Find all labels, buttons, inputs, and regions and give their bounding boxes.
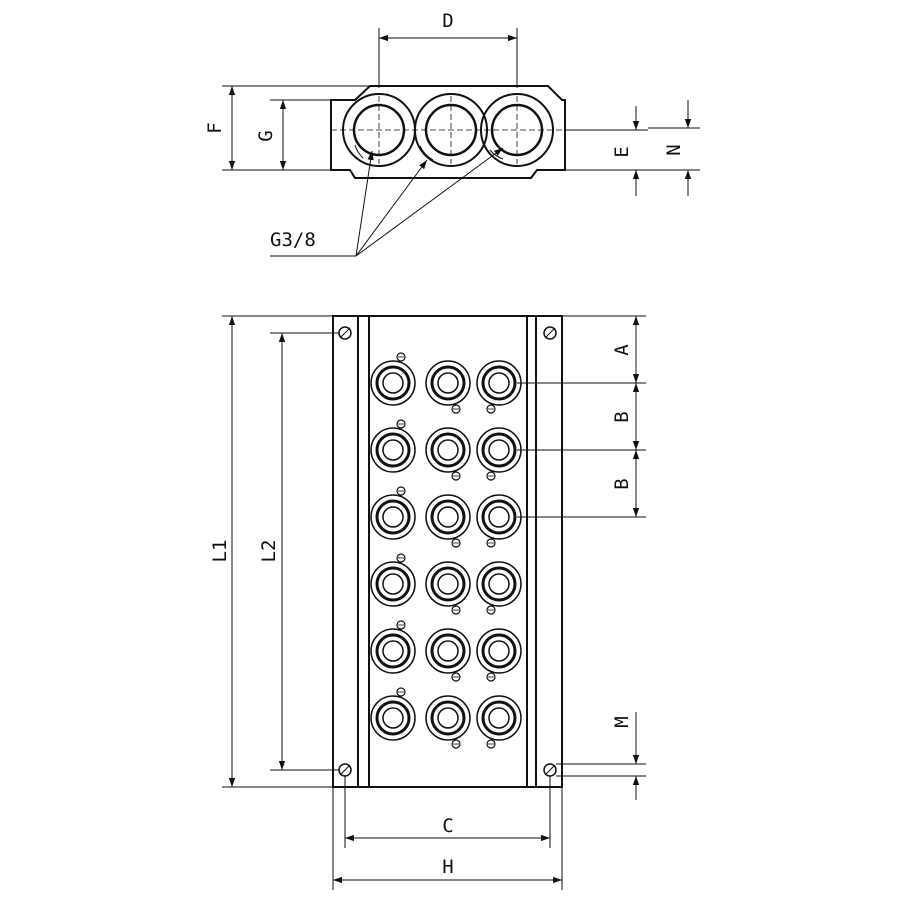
port [370, 620, 416, 674]
end-view [330, 85, 610, 179]
pilot-hole [451, 672, 461, 682]
pilot-hole [396, 553, 406, 563]
port [370, 352, 416, 406]
label-L1: L1 [209, 540, 231, 563]
port [425, 494, 471, 548]
pilot-hole [396, 352, 406, 362]
label-M: M [611, 716, 633, 727]
port [370, 687, 416, 741]
port [476, 494, 522, 548]
label-N: N [663, 144, 685, 155]
port [476, 628, 522, 682]
pilot-hole [451, 471, 461, 481]
label-B-2: B [611, 478, 633, 489]
pilot-hole [396, 687, 406, 697]
center-lines [331, 96, 610, 164]
label-D: D [442, 10, 453, 32]
port [425, 561, 471, 615]
plan-view-dimensions [222, 315, 646, 890]
pilot-hole [396, 620, 406, 630]
label-L2: L2 [258, 540, 280, 563]
port [425, 360, 471, 414]
label-thread-size: G3/8 [270, 229, 316, 251]
port [425, 427, 471, 481]
port [370, 553, 416, 607]
end-view-dimensions [222, 28, 700, 257]
pilot-hole [486, 672, 496, 682]
label-E: E [611, 146, 633, 157]
plan-view-outline [332, 315, 563, 788]
port [476, 695, 522, 749]
port [476, 360, 522, 414]
label-A: A [611, 344, 633, 356]
port-grid [370, 352, 522, 749]
label-F: F [204, 122, 226, 133]
port [370, 486, 416, 540]
port [476, 427, 522, 481]
pilot-hole [486, 605, 496, 615]
pilot-hole [486, 471, 496, 481]
pilot-hole [486, 404, 496, 414]
label-G: G [255, 130, 277, 141]
port [425, 628, 471, 682]
pilot-hole [396, 419, 406, 429]
pilot-hole [451, 404, 461, 414]
pilot-hole [451, 605, 461, 615]
plan-view [332, 315, 563, 788]
port [370, 419, 416, 473]
thread-hatching [354, 144, 504, 161]
label-H: H [442, 856, 453, 878]
label-C: C [442, 815, 453, 837]
pilot-hole [396, 486, 406, 496]
port [476, 561, 522, 615]
pilot-hole [451, 739, 461, 749]
pilot-hole [486, 538, 496, 548]
port [425, 695, 471, 749]
pilot-hole [451, 538, 461, 548]
pilot-hole [486, 739, 496, 749]
thread-leaders [270, 147, 504, 257]
label-B-1: B [611, 411, 633, 422]
